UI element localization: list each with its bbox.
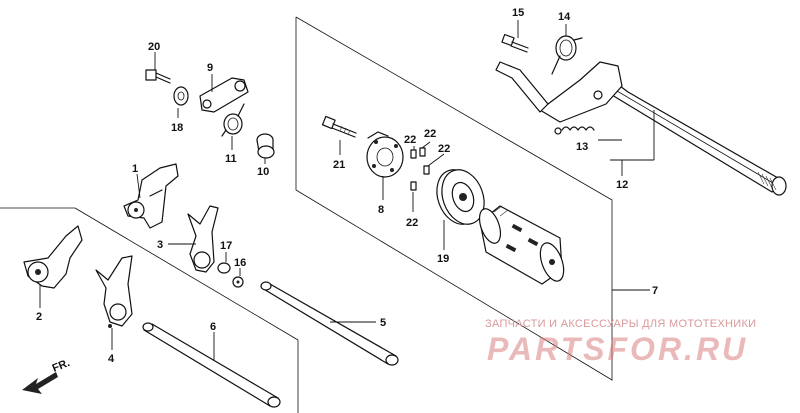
callout-17: 17 <box>220 240 232 252</box>
callout-8: 8 <box>378 204 384 216</box>
watermark-logo: PARTSFOR.RU <box>487 331 748 367</box>
stopper-arm-9 <box>199 77 249 113</box>
drum-center-8 <box>366 131 404 178</box>
spring-13 <box>554 126 595 135</box>
callout-22-a: 22 <box>404 134 416 146</box>
callout-3: 3 <box>157 239 163 251</box>
callout-21: 21 <box>333 159 345 171</box>
callout-11: 11 <box>225 153 237 165</box>
callout-4: 4 <box>108 353 115 365</box>
spring-14 <box>551 35 583 75</box>
callout-15: 15 <box>512 7 524 19</box>
shift-drum-7 <box>478 205 565 285</box>
fork-shaft-6 <box>142 322 281 408</box>
bolt-21 <box>321 115 357 138</box>
shift-fork-4 <box>95 255 133 328</box>
bolt-15 <box>501 33 529 53</box>
clip-16 <box>232 276 244 288</box>
assembly-frame <box>295 16 613 381</box>
spring-11 <box>221 103 245 137</box>
callout-20: 20 <box>148 41 160 53</box>
watermark-caption: ЗАПЧАСТИ И АКСЕССУАРЫ ДЛЯ МОТОТЕХНИКИ <box>485 318 757 330</box>
shift-fork-2 <box>23 225 83 289</box>
watermark-logo-text: PARTSFOR.RU <box>487 331 748 367</box>
callout-16: 16 <box>234 257 246 269</box>
shift-shaft-12 <box>495 61 787 196</box>
callout-19: 19 <box>437 253 449 265</box>
callout-18: 18 <box>171 122 183 134</box>
callout-22-b: 22 <box>424 128 436 140</box>
pin-17 <box>217 262 231 274</box>
callout-1: 1 <box>132 163 138 175</box>
callout-22-c: 22 <box>438 143 450 155</box>
callout-12: 12 <box>616 179 628 191</box>
callout-9: 9 <box>207 62 213 74</box>
callout-14: 14 <box>558 11 571 23</box>
callout-22-d: 22 <box>406 217 418 229</box>
callout-2: 2 <box>36 311 42 323</box>
pins-22 <box>410 147 430 191</box>
leader-lines <box>39 20 655 360</box>
bearing-19 <box>436 169 485 225</box>
callouts: 20 9 18 11 10 1 2 3 17 16 4 6 5 21 8 22 … <box>36 7 658 365</box>
shift-fork-1 <box>123 163 179 229</box>
callout-10: 10 <box>257 166 269 178</box>
callout-13: 13 <box>576 141 588 153</box>
callout-7: 7 <box>652 285 658 297</box>
shaft-frame-lines <box>0 207 299 413</box>
fork-shaft-5 <box>260 281 399 366</box>
arrow-down-left-icon <box>22 372 58 394</box>
direction-label: FR. <box>51 357 72 375</box>
callout-6: 6 <box>210 321 216 333</box>
collar-10 <box>256 133 275 159</box>
callout-5: 5 <box>380 317 386 329</box>
bolt-20 <box>145 69 171 84</box>
shift-fork-3 <box>187 205 219 273</box>
collar-18 <box>173 86 189 106</box>
